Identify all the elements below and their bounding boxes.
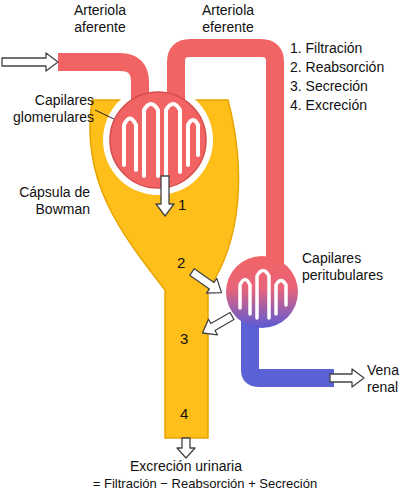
vessel-label: Vena renal (367, 362, 407, 396)
glomerulus (110, 92, 206, 188)
process-item: 2. Reabsorción (290, 59, 407, 76)
process-item: 4. Excreción (290, 97, 407, 114)
glomerular-loops (124, 104, 198, 176)
callout-number: 4 (180, 405, 194, 423)
bowman-space (103, 85, 213, 195)
output-label: Excreción urinaria (86, 458, 286, 475)
vessel-label: Arteriola eferente (186, 2, 270, 36)
leader-line (95, 110, 114, 119)
callout-number: 2 (177, 254, 191, 272)
callout-number: 3 (180, 330, 194, 348)
process-item: 1. Filtración (290, 40, 407, 57)
process-item: 3. Secreción (290, 78, 407, 95)
part-label: Cápsula de Bowman (2, 184, 90, 218)
peritubular-loops (240, 271, 286, 319)
equation-note: = Filtración − Reabsorción + Secreción (20, 476, 390, 492)
part-label: Capilares peritubulares (302, 250, 407, 284)
part-label: Capilares glomerulares (2, 92, 94, 126)
peritubular-capillaries (226, 256, 298, 328)
callout-number: 1 (178, 196, 192, 214)
vessel-label: Arteriola aferente (58, 2, 142, 36)
